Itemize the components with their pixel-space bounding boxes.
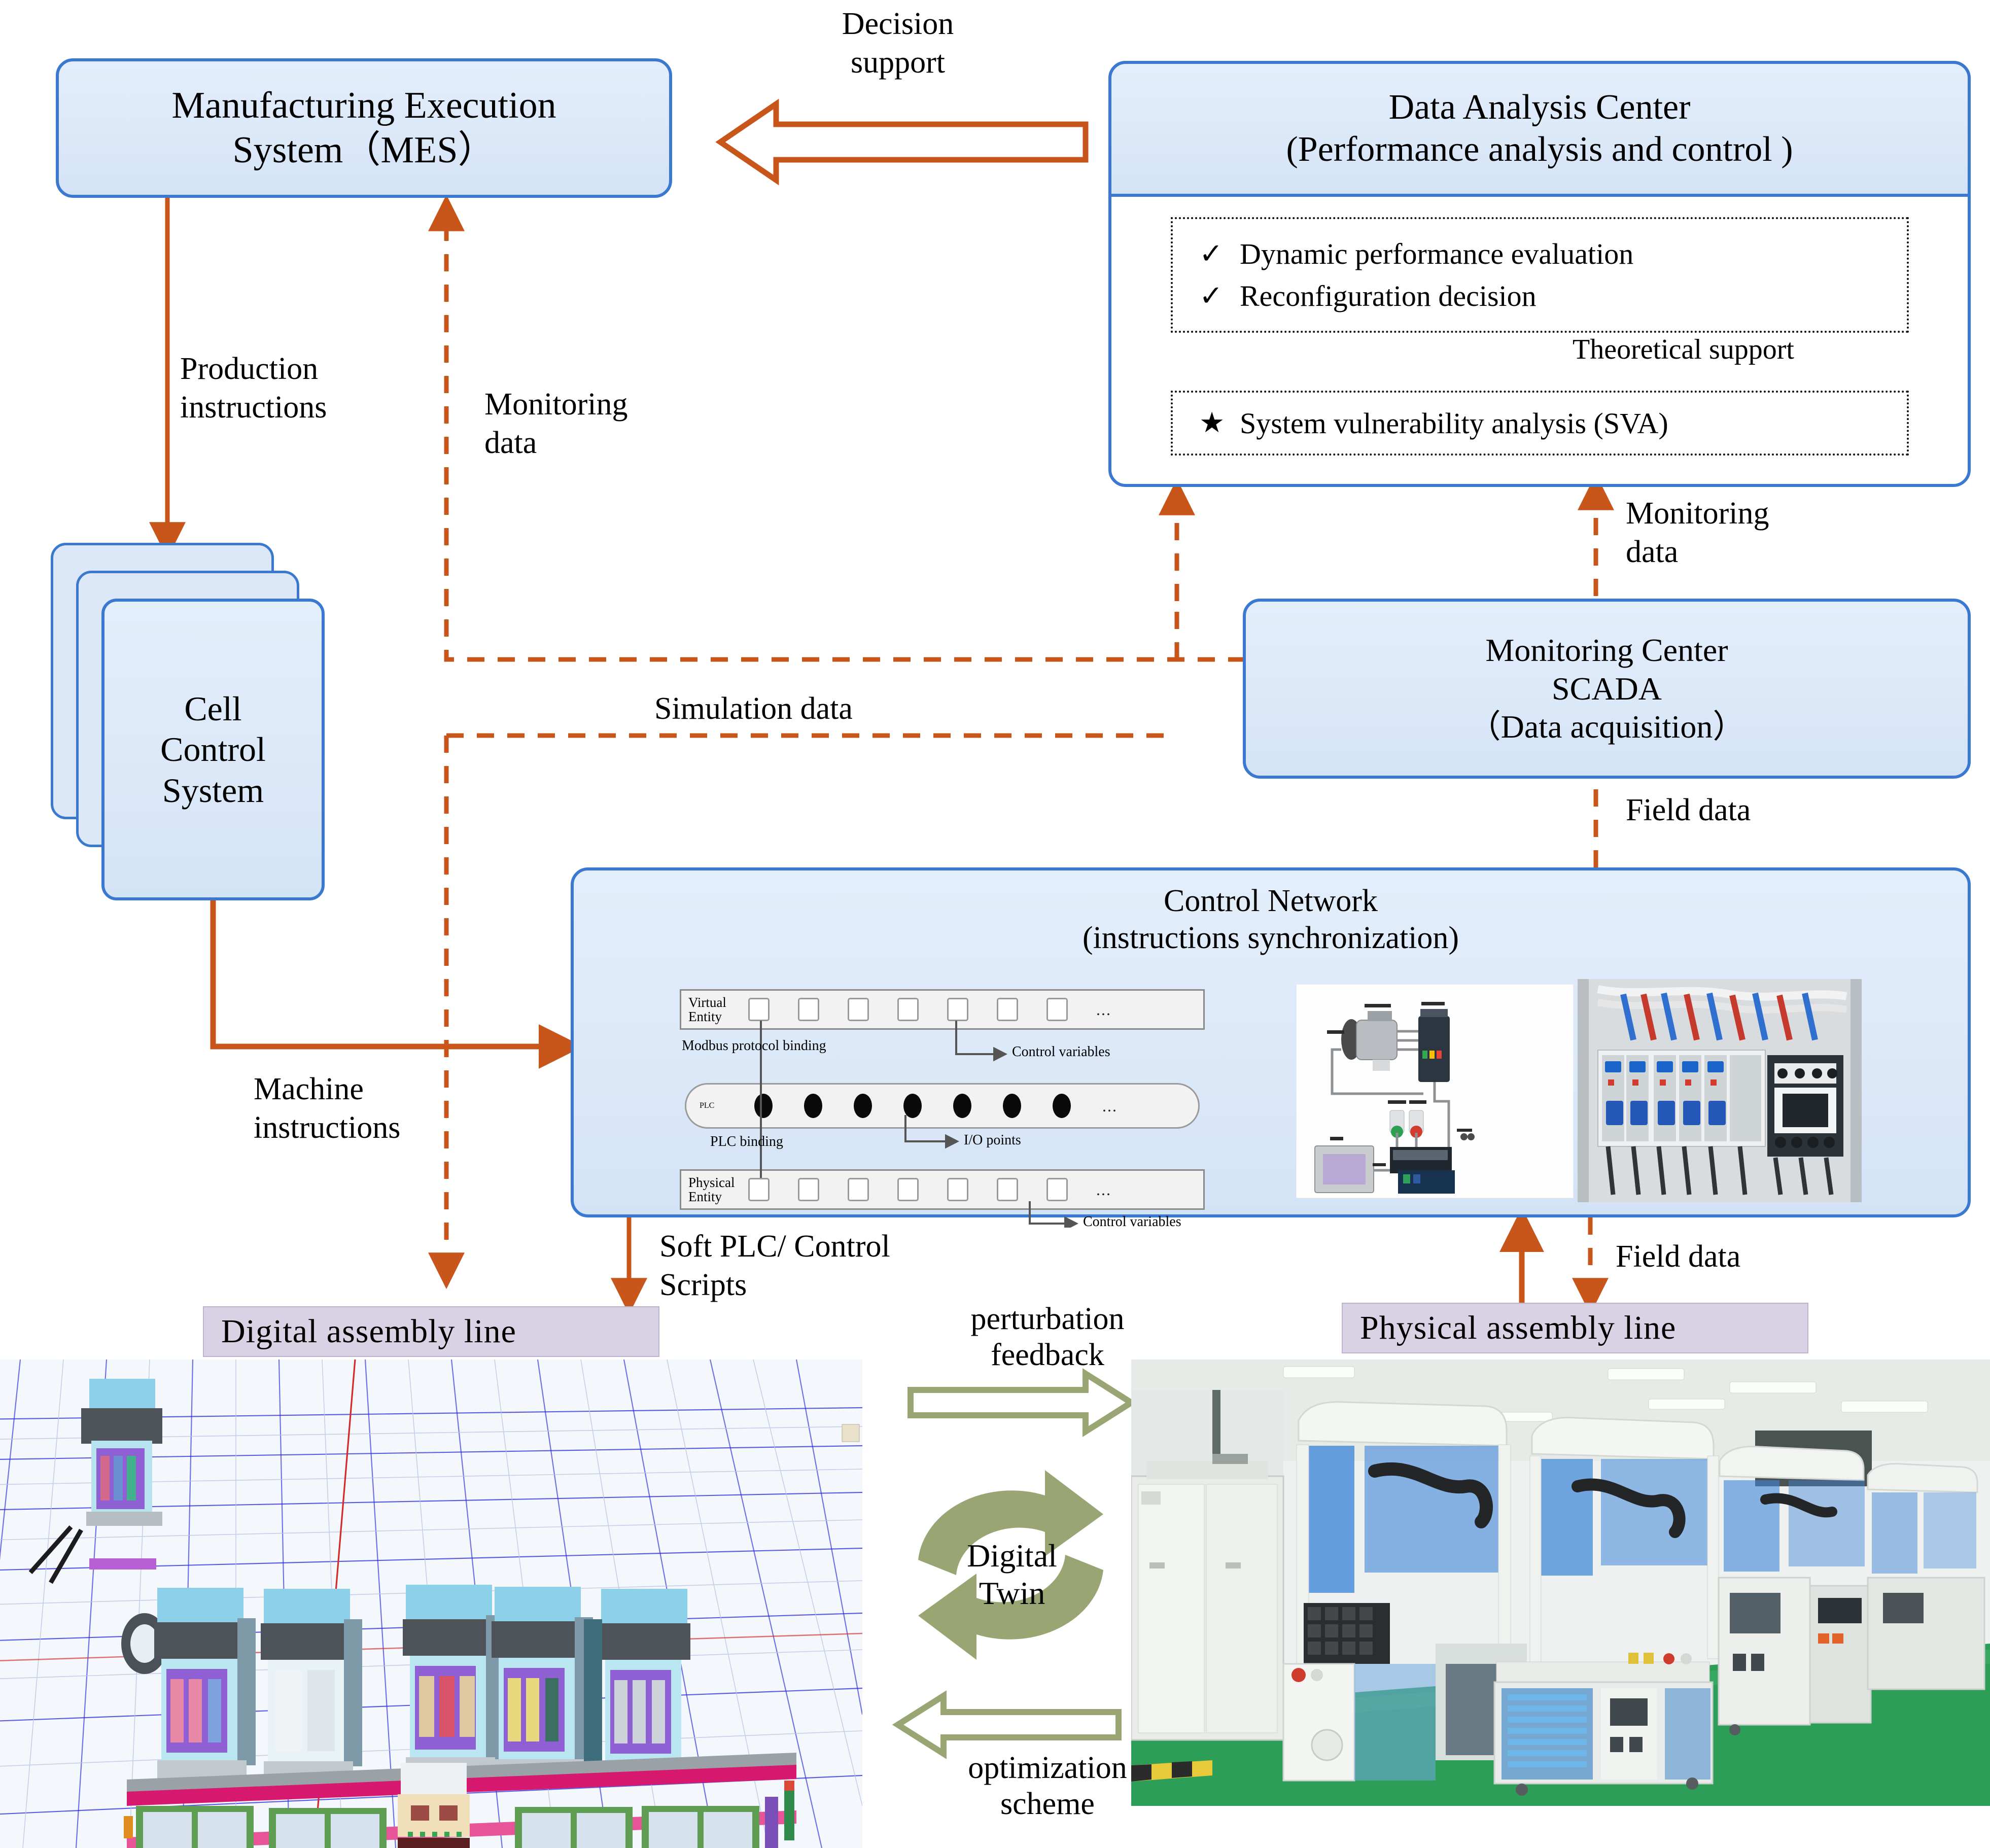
production-instructions-label: Production instructions	[180, 352, 327, 425]
scada-line3: （Data acquisition）	[1468, 709, 1745, 745]
dac-checklist-box: ✓ Dynamic performance evaluation ✓ Recon…	[1171, 217, 1909, 333]
modbus-binding-label: Modbus protocol binding	[682, 1038, 826, 1054]
plc-io-dot	[804, 1094, 822, 1118]
optimization-scheme-label: optimization scheme	[968, 1751, 1127, 1822]
electrical-cabinet-photo	[1578, 979, 1862, 1202]
virtual-entity-cell	[1046, 998, 1068, 1021]
cell-control-line1: Cell	[184, 689, 242, 728]
scada-line1: Monitoring Center	[1485, 632, 1728, 669]
cell-control-line3: System	[162, 771, 264, 810]
dac-title-line2: (Performance analysis and control )	[1286, 130, 1793, 169]
plc-label: PLC	[700, 1101, 715, 1110]
physical-entity-cell	[897, 1178, 919, 1201]
digital-assembly-line-render	[0, 1359, 862, 1848]
perturbation-feedback-label: perturbation feedback	[970, 1302, 1125, 1373]
checklist-item-1-text: Reconfiguration decision	[1240, 280, 1537, 312]
simulation-data-label: Simulation data	[654, 691, 853, 726]
control-variables-bottom-label: Control variables	[1083, 1214, 1181, 1230]
cell-control-line2: Control	[160, 730, 266, 769]
control-network-schematic: Virtual Entity ... PLC	[680, 989, 1217, 1230]
virtual-entity-cell	[997, 998, 1018, 1021]
physical-assembly-line-text: Physical assembly line	[1360, 1309, 1677, 1346]
physical-entity-cell	[748, 1178, 770, 1201]
checklist-item-0-text: Dynamic performance evaluation	[1240, 237, 1634, 270]
data-analysis-center-header: Data Analysis Center (Performance analys…	[1108, 61, 1971, 197]
physical-assembly-line-label: Physical assembly line	[1342, 1303, 1808, 1353]
virtual-entity-ellipsis: ...	[1096, 1000, 1111, 1019]
virtual-entity-cell	[798, 998, 819, 1021]
mes-title-line1: Manufacturing Execution	[171, 85, 556, 127]
check-icon: ✓	[1199, 280, 1223, 312]
dac-sva-box: ★ System vulnerability analysis (SVA)	[1171, 391, 1909, 456]
field-data-lower-label: Field data	[1616, 1239, 1741, 1274]
physical-entity-cell	[997, 1178, 1018, 1201]
monitoring-data-right-label: Monitoring data	[1626, 496, 1769, 569]
monitoring-data-mes-label: Monitoring data	[484, 387, 628, 460]
plc-wiring-schematic-photo	[1296, 984, 1574, 1198]
physical-entity-label: Physical Entity	[688, 1174, 735, 1204]
node-monitoring-center[interactable]: Monitoring Center SCADA （Data acquisitio…	[1243, 599, 1971, 779]
checklist-item-0: ✓ Dynamic performance evaluation	[1199, 237, 1907, 271]
decision-support-label: Decision support	[842, 7, 954, 80]
plc-io-dot	[854, 1094, 872, 1118]
plc-io-dot	[903, 1094, 922, 1118]
plc-io-dot	[1053, 1094, 1071, 1118]
sva-text: System vulnerability analysis (SVA)	[1240, 406, 1668, 440]
plc-binding-label: PLC binding	[710, 1134, 783, 1149]
physical-assembly-line-photo	[1131, 1359, 1990, 1806]
control-network-line1: Control Network	[1164, 884, 1378, 918]
soft-plc-label: Soft PLC/ Control Scripts	[659, 1229, 890, 1302]
virtual-entity-cell	[748, 998, 770, 1021]
control-variables-top-label: Control variables	[1012, 1044, 1110, 1060]
sva-item: ★ System vulnerability analysis (SVA)	[1199, 406, 1907, 440]
dac-title-line1: Data Analysis Center	[1388, 88, 1691, 127]
control-network-line2: (instructions synchronization)	[1082, 921, 1459, 956]
digital-assembly-line-text: Digital assembly line	[221, 1313, 516, 1350]
plc-io-dot	[1003, 1094, 1021, 1118]
mes-title-line2: System（MES）	[232, 129, 496, 171]
virtual-entity-cell	[848, 998, 869, 1021]
virtual-entity-row: Virtual Entity ...	[680, 989, 1205, 1030]
virtual-entity-cell	[947, 998, 968, 1021]
physical-entity-ellipsis: ...	[1096, 1180, 1111, 1199]
physical-entity-cell	[947, 1178, 968, 1201]
checklist-item-1: ✓ Reconfiguration decision	[1199, 279, 1907, 313]
physical-entity-cell	[1046, 1178, 1068, 1201]
plc-io-dot	[754, 1094, 773, 1118]
io-points-label: I/O points	[964, 1132, 1021, 1148]
virtual-entity-label: Virtual Entity	[688, 994, 726, 1024]
check-icon: ✓	[1199, 238, 1223, 270]
plc-io-dot	[953, 1094, 971, 1118]
scada-line2: SCADA	[1552, 670, 1662, 707]
node-mes[interactable]: Manufacturing Execution System（MES）	[56, 58, 672, 198]
digital-assembly-line-label: Digital assembly line	[203, 1306, 659, 1357]
field-data-upper-label: Field data	[1626, 793, 1751, 827]
plc-ellipsis: ...	[1102, 1096, 1118, 1115]
theoretical-support-label: Theoretical support	[1573, 334, 1794, 365]
star-icon: ★	[1199, 407, 1225, 439]
digital-twin-center-label: Digital Twin	[967, 1538, 1057, 1611]
physical-entity-cell	[848, 1178, 869, 1201]
physical-entity-row: Physical Entity ...	[680, 1169, 1205, 1210]
physical-entity-cell	[798, 1178, 819, 1201]
node-cell-control-system[interactable]: Cell Control System	[101, 599, 325, 900]
machine-instructions-label: Machine instructions	[254, 1072, 401, 1145]
virtual-entity-cell	[897, 998, 919, 1021]
plc-row: PLC ...	[685, 1083, 1200, 1129]
